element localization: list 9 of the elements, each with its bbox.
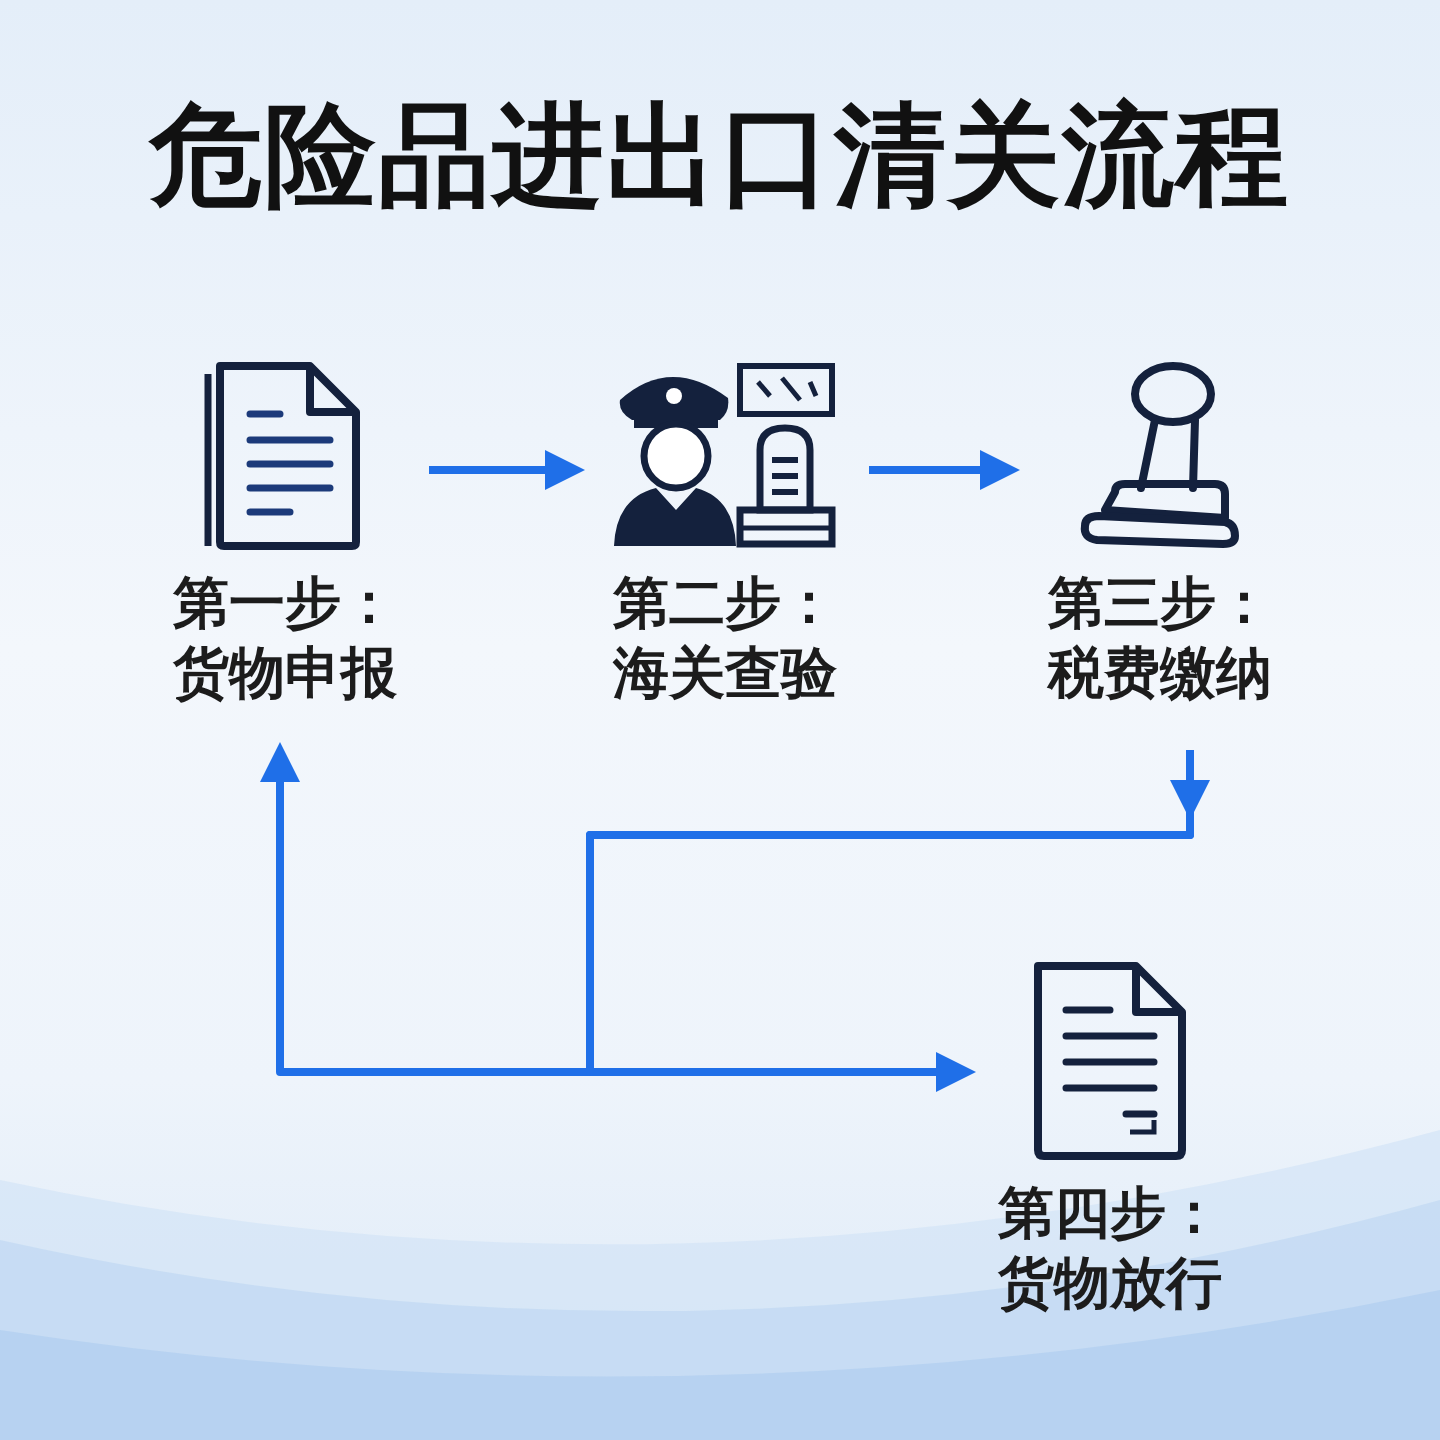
step-label: 货物放行 [998, 1249, 1222, 1317]
step-label: 货物申报 [173, 639, 397, 707]
step-number: 第三步： [1048, 569, 1272, 637]
step-label: 税费缴纳 [1048, 639, 1272, 707]
step-number: 第二步： [613, 569, 837, 637]
title: 危险品进出口清关流程 [147, 89, 1291, 222]
step-number: 第一步： [173, 569, 397, 637]
step-number: 第四步： [998, 1179, 1222, 1247]
step-label: 海关查验 [613, 639, 837, 707]
